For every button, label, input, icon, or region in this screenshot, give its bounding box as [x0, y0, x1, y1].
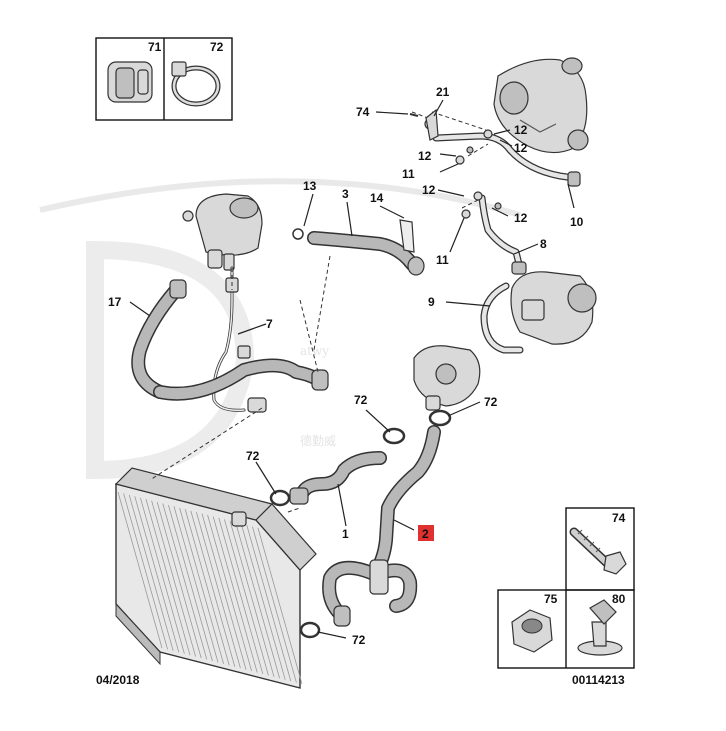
callout-8: 8	[540, 237, 547, 251]
clip-71-icon	[107, 61, 153, 103]
callout-2: 2	[422, 527, 429, 541]
callout-9: 9	[428, 295, 435, 309]
callout-13: 13	[303, 179, 317, 193]
callout-21: 21	[436, 85, 450, 99]
callout-2-highlight	[418, 525, 434, 541]
radiator	[114, 467, 317, 689]
bracket-14	[399, 219, 415, 253]
callout-72-a: 72	[354, 393, 368, 407]
clamps-72	[231, 409, 452, 639]
callout-72-d: 72	[352, 633, 366, 647]
inset-label-72: 72	[210, 40, 224, 54]
water-pump	[510, 271, 597, 345]
callout-14: 14	[370, 191, 384, 205]
hose-9	[480, 282, 524, 354]
inset-box-bottom-right: 74 75 80	[497, 507, 635, 669]
callout-12-a: 12	[418, 149, 432, 163]
watermark: atwy 德勤威	[39, 178, 521, 480]
fasteners	[409, 108, 502, 219]
inset-label-75: 75	[544, 592, 558, 606]
hose-1	[289, 451, 387, 505]
clamp-72-icon	[171, 61, 221, 107]
clip-80-icon	[577, 599, 623, 656]
hose-2	[322, 425, 441, 627]
callout-3: 3	[342, 187, 349, 201]
callout-12-c: 12	[514, 141, 528, 155]
callout-1: 1	[342, 527, 349, 541]
callout-12-d: 12	[422, 183, 436, 197]
callout-12-b: 12	[514, 123, 528, 137]
callout-74: 74	[356, 105, 370, 119]
upper-hose	[153, 358, 329, 413]
callout-72-b: 72	[484, 395, 498, 409]
footer-date: 04/2018	[96, 673, 140, 687]
bolt-74-icon	[569, 527, 627, 575]
leader-lines	[129, 99, 575, 639]
inset-label-80: 80	[612, 592, 626, 606]
watermark-chinese: 德勤威	[300, 433, 336, 448]
inset-label-71: 71	[148, 40, 162, 54]
turbocharger	[493, 57, 589, 154]
thermostat-housing	[413, 345, 481, 411]
inset-box-top-left: 71 72	[95, 37, 233, 121]
hose-17	[131, 279, 187, 399]
pipe-3	[292, 228, 425, 276]
callout-12-e: 12	[514, 211, 528, 225]
callout-7: 7	[266, 317, 273, 331]
watermark-latin: atwy	[300, 344, 329, 358]
callout-11-b: 11	[436, 253, 449, 267]
callouts: 13 3 14 17 7 74 21 12 11 12 12 10 12 12 …	[108, 85, 584, 647]
callout-72-c: 72	[246, 449, 260, 463]
callout-17: 17	[108, 295, 122, 309]
inset-label-74: 74	[612, 511, 626, 525]
callout-11-a: 11	[402, 167, 415, 181]
footer-reference: 00114213	[572, 673, 625, 687]
dashed-leaders	[149, 111, 489, 513]
expansion-tank	[182, 193, 263, 271]
callout-10: 10	[570, 215, 584, 229]
turbo-pipes	[432, 129, 581, 275]
nut-75-icon	[511, 609, 553, 653]
